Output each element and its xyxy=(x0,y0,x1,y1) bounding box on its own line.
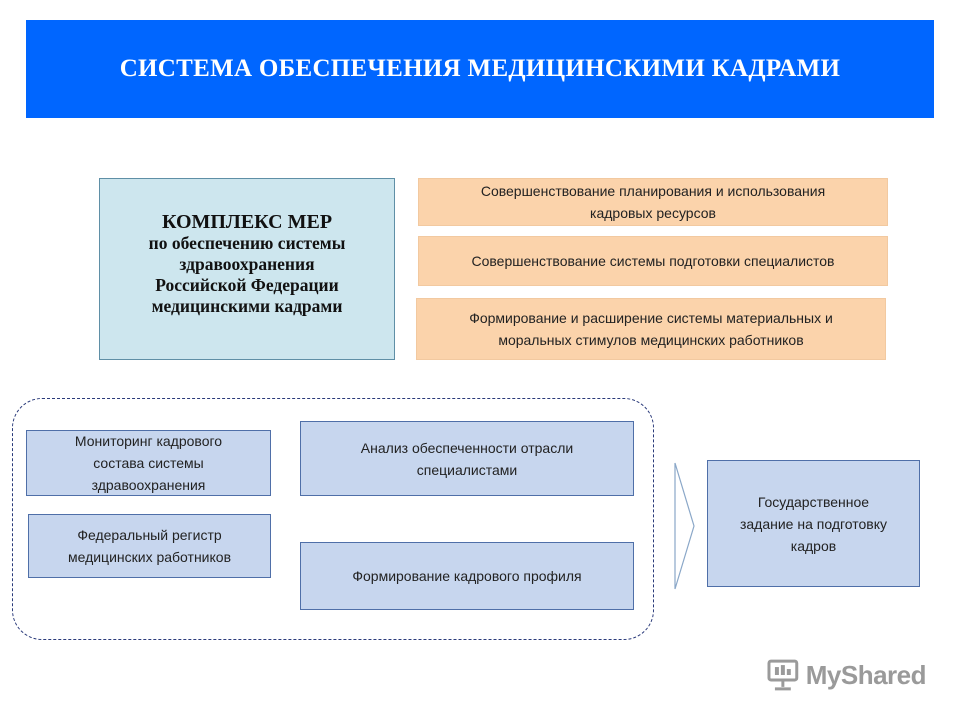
measure-text: Совершенствование планирования и использ… xyxy=(480,183,826,199)
monitoring-text: здравоохранения xyxy=(91,477,206,493)
analysis-text: Анализ обеспеченности отрасли xyxy=(360,439,574,456)
monitoring-box: Мониторинг кадрового состава системы здр… xyxy=(26,430,271,496)
measure-text: кадровых ресурсов xyxy=(590,205,716,221)
measure-training-box: Совершенствование системы подготовки спе… xyxy=(418,236,888,286)
title-banner: СИСТЕМА ОБЕСПЕЧЕНИЯ МЕДИЦИНСКИМИ КАДРАМИ xyxy=(26,20,934,118)
complex-line: здравоохранения xyxy=(179,254,315,274)
result-text: кадров xyxy=(790,537,837,554)
result-text: Государственное xyxy=(757,493,870,510)
complex-line: по обеспечению системы xyxy=(148,233,346,253)
profile-box: Формирование кадрового профиля xyxy=(300,542,634,610)
analysis-box: Анализ обеспеченности отрасли специалист… xyxy=(300,421,634,496)
complex-line: медицинскими кадрами xyxy=(151,296,343,316)
registry-box: Федеральный регистр медицинских работник… xyxy=(28,514,271,578)
watermark-text: MyShared xyxy=(805,659,927,690)
registry-text: медицинских работников xyxy=(67,549,232,565)
watermark-logo: MyShared xyxy=(766,655,927,695)
measure-text: Формирование и расширение системы матери… xyxy=(469,310,833,326)
monitoring-text: состава системы xyxy=(93,455,204,471)
measure-text: Совершенствование системы подготовки спе… xyxy=(471,253,835,269)
state-assignment-box: Государственное задание на подготовку ка… xyxy=(707,460,920,587)
profile-text: Формирование кадрового профиля xyxy=(352,568,582,584)
measure-text: моральных стимулов медицинских работнико… xyxy=(498,332,804,348)
measures-complex-box: КОМПЛЕКС МЕР по обеспечению системы здра… xyxy=(99,178,395,360)
complex-line: Российской Федерации xyxy=(155,275,339,295)
chevron-right-icon xyxy=(674,462,695,590)
measure-incentives-box: Формирование и расширение системы матери… xyxy=(416,298,886,360)
presentation-icon xyxy=(767,659,799,691)
measure-planning-box: Совершенствование планирования и использ… xyxy=(418,178,888,226)
registry-text: Федеральный регистр xyxy=(77,527,222,543)
monitoring-text: Мониторинг кадрового xyxy=(74,433,223,449)
slide-title: СИСТЕМА ОБЕСПЕЧЕНИЯ МЕДИЦИНСКИМИ КАДРАМИ xyxy=(119,55,841,82)
analysis-text: специалистами xyxy=(416,461,518,478)
tools-group-frame xyxy=(12,398,654,640)
result-text: задание на подготовку xyxy=(739,515,888,532)
complex-heading: КОМПЛЕКС МЕР xyxy=(161,211,333,233)
